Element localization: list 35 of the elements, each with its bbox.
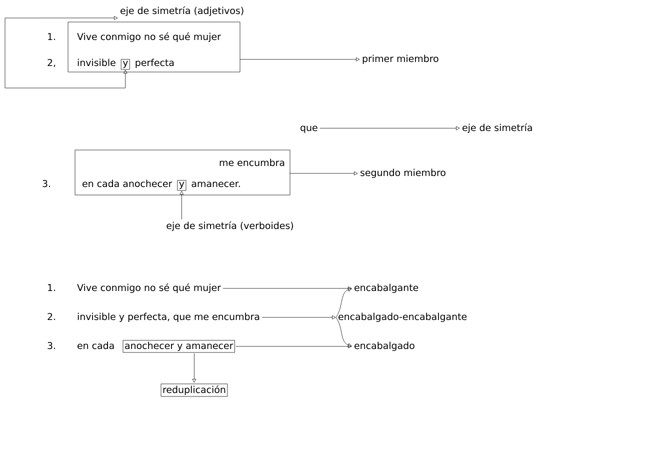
- verse-box: anochecer y amanecer: [122, 340, 235, 353]
- arrow: [290, 171, 358, 176]
- term-label: encabalgado: [354, 342, 414, 351]
- arrow: [192, 353, 196, 383]
- verse-word: que: [300, 126, 318, 133]
- bracket-arrow: [4, 16, 128, 88]
- term-label: primer miembro: [362, 54, 438, 64]
- line-number: 3.: [42, 180, 50, 188]
- arrow: [240, 57, 360, 62]
- term-box: reduplicación: [160, 384, 228, 397]
- line-number: 1.: [48, 284, 55, 291]
- arrow: [236, 344, 352, 348]
- arrow: [180, 190, 184, 220]
- axis-label: eje de simetría (verboides): [166, 221, 293, 231]
- conjunction-box: y: [120, 59, 130, 70]
- verse-text: Vive conmigo no sé qué mujer: [77, 283, 221, 293]
- line-number: 2,: [48, 58, 56, 68]
- conjunction-box: y: [177, 180, 186, 191]
- verse-text: invisible y perfecta, que me encumbra: [78, 312, 260, 322]
- line-number: 2.: [48, 312, 55, 320]
- axis-label: eje de simetría (adjetivos): [120, 6, 244, 16]
- verse-box: Vive conmigo no sé qué mujer invisible y perfecta: [68, 22, 240, 72]
- curved-arrow: [336, 288, 352, 318]
- verse-box: me encumbra en cada anochecer y amanecer.: [74, 150, 290, 196]
- verse-text: en cada: [78, 342, 114, 350]
- term-label: encabalgante: [354, 284, 418, 293]
- arrow: [262, 315, 336, 320]
- arrow: [222, 286, 352, 290]
- line-number: 1.: [48, 33, 55, 40]
- term-label: segundo miembro: [360, 168, 446, 178]
- axis-label: eje de simetría: [462, 123, 532, 133]
- curved-arrow: [336, 317, 352, 347]
- line-number: 3.: [48, 342, 55, 350]
- arrow: [320, 126, 460, 130]
- term-label: encabalgado-encabalgante: [338, 312, 467, 322]
